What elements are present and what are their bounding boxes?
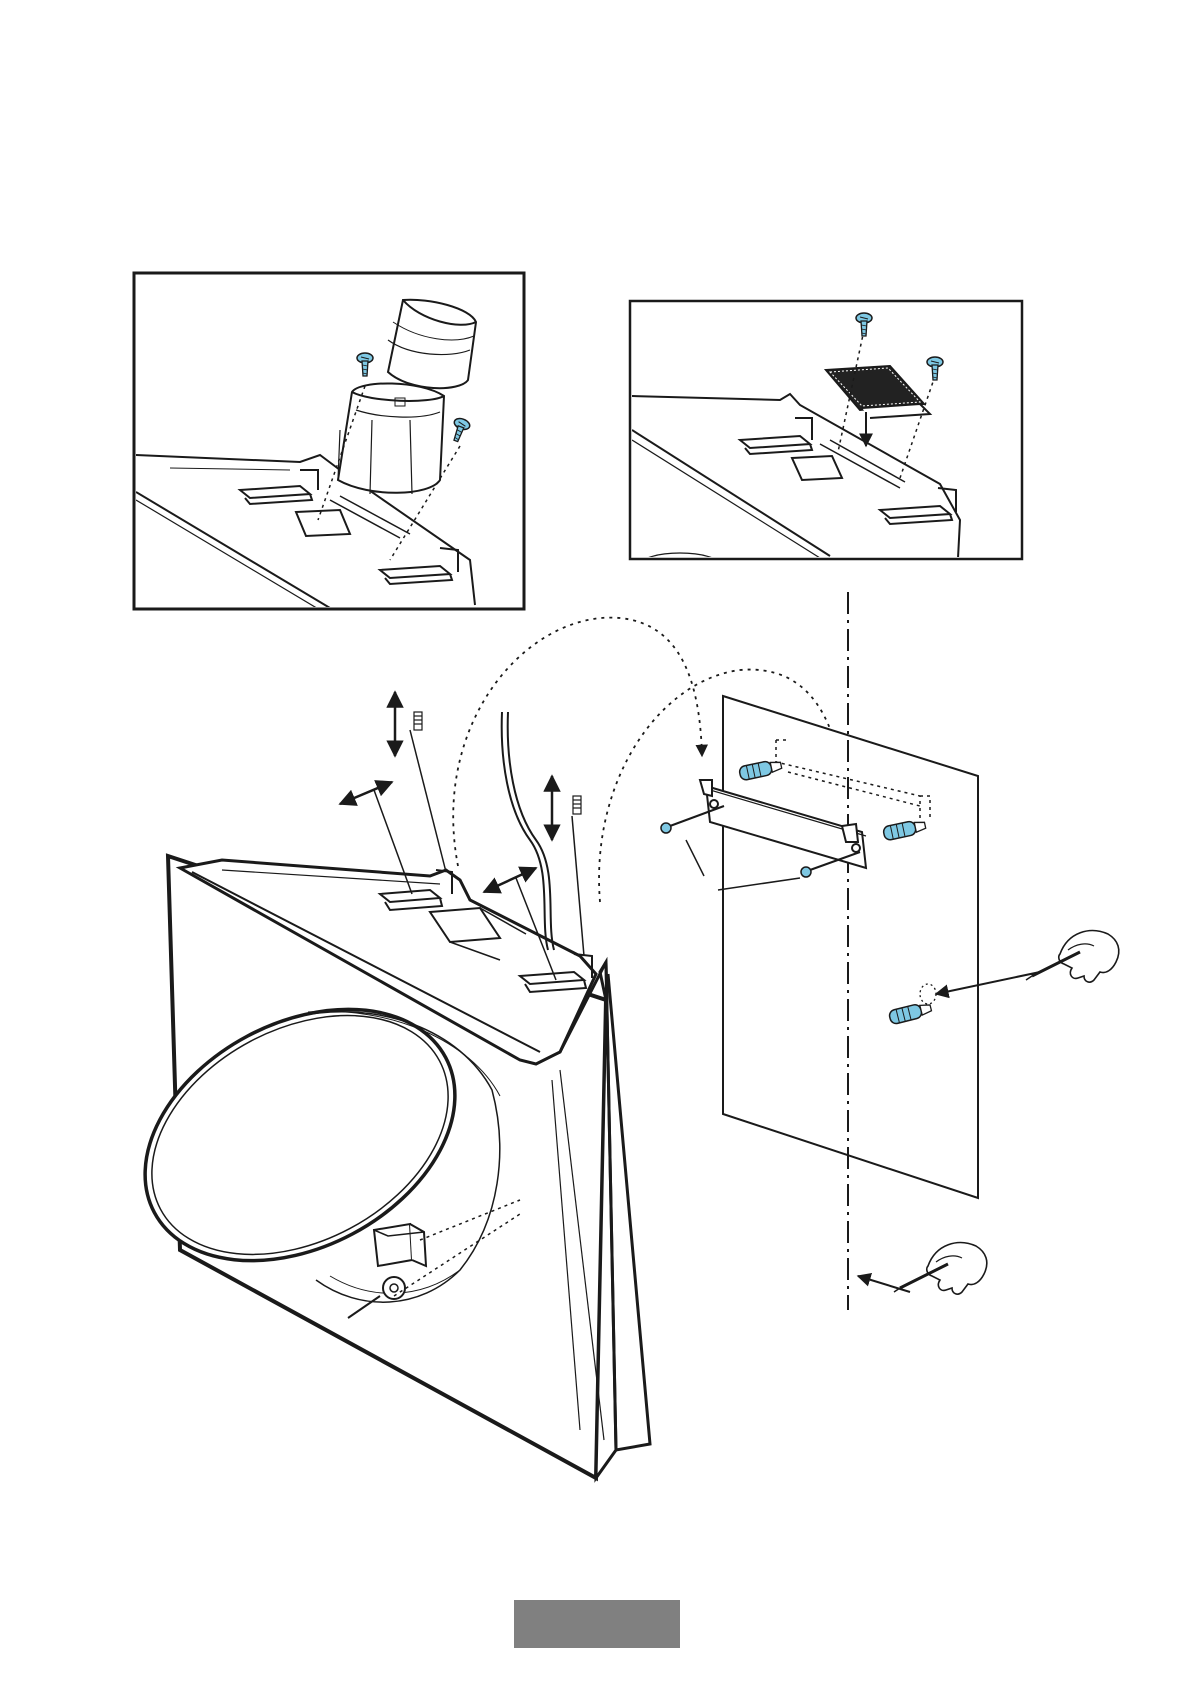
adjustment-arrows — [340, 692, 552, 892]
wall-panel — [723, 592, 978, 1310]
grille-inset — [630, 301, 1022, 577]
adjuster-spring-icon — [414, 712, 581, 814]
page-number-tab — [514, 1600, 680, 1648]
hand-pencil-icon — [1026, 931, 1119, 982]
hand-pencil-icon — [894, 1243, 987, 1294]
hood-body — [102, 856, 650, 1478]
duct-adapter-inset — [134, 273, 524, 610]
